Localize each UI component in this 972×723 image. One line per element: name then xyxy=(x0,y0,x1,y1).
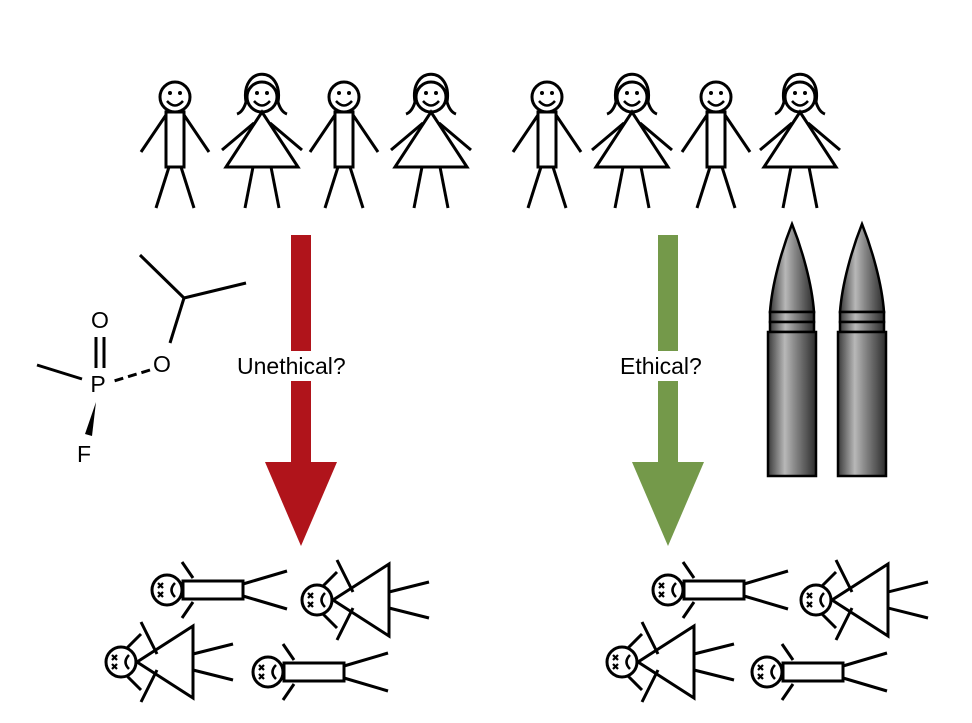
atom-p: P xyxy=(90,371,105,397)
living-people-right xyxy=(511,72,842,210)
atom-f: F xyxy=(77,441,91,467)
fallen-man-figure xyxy=(253,644,388,700)
fallen-woman-figure xyxy=(302,560,429,640)
fallen-man-figure xyxy=(752,644,887,700)
unethical-arrow-icon xyxy=(265,235,337,546)
dead-people-right xyxy=(607,560,928,702)
atom-o-single: O xyxy=(153,351,171,377)
fallen-woman-figure xyxy=(106,622,233,702)
standing-woman-figure xyxy=(590,72,674,210)
standing-man-figure xyxy=(308,80,380,210)
standing-woman-figure xyxy=(758,72,842,210)
ethical-arrow-icon xyxy=(632,235,704,546)
standing-woman-figure xyxy=(220,72,304,210)
standing-man-figure xyxy=(511,80,583,210)
unethical-label: Unethical? xyxy=(235,351,348,381)
standing-man-figure xyxy=(680,80,752,210)
atom-o-double: O xyxy=(91,307,109,333)
living-people-left xyxy=(139,72,473,210)
fallen-man-figure xyxy=(152,562,287,618)
dead-people-left xyxy=(106,560,429,702)
standing-man-figure xyxy=(139,80,211,210)
ethical-label: Ethical? xyxy=(618,351,704,381)
bullets-icon xyxy=(766,222,888,478)
fallen-woman-figure xyxy=(801,560,928,640)
standing-woman-figure xyxy=(389,72,473,210)
sarin-molecule-icon xyxy=(36,253,247,436)
fallen-man-figure xyxy=(653,562,788,618)
fallen-woman-figure xyxy=(607,622,734,702)
